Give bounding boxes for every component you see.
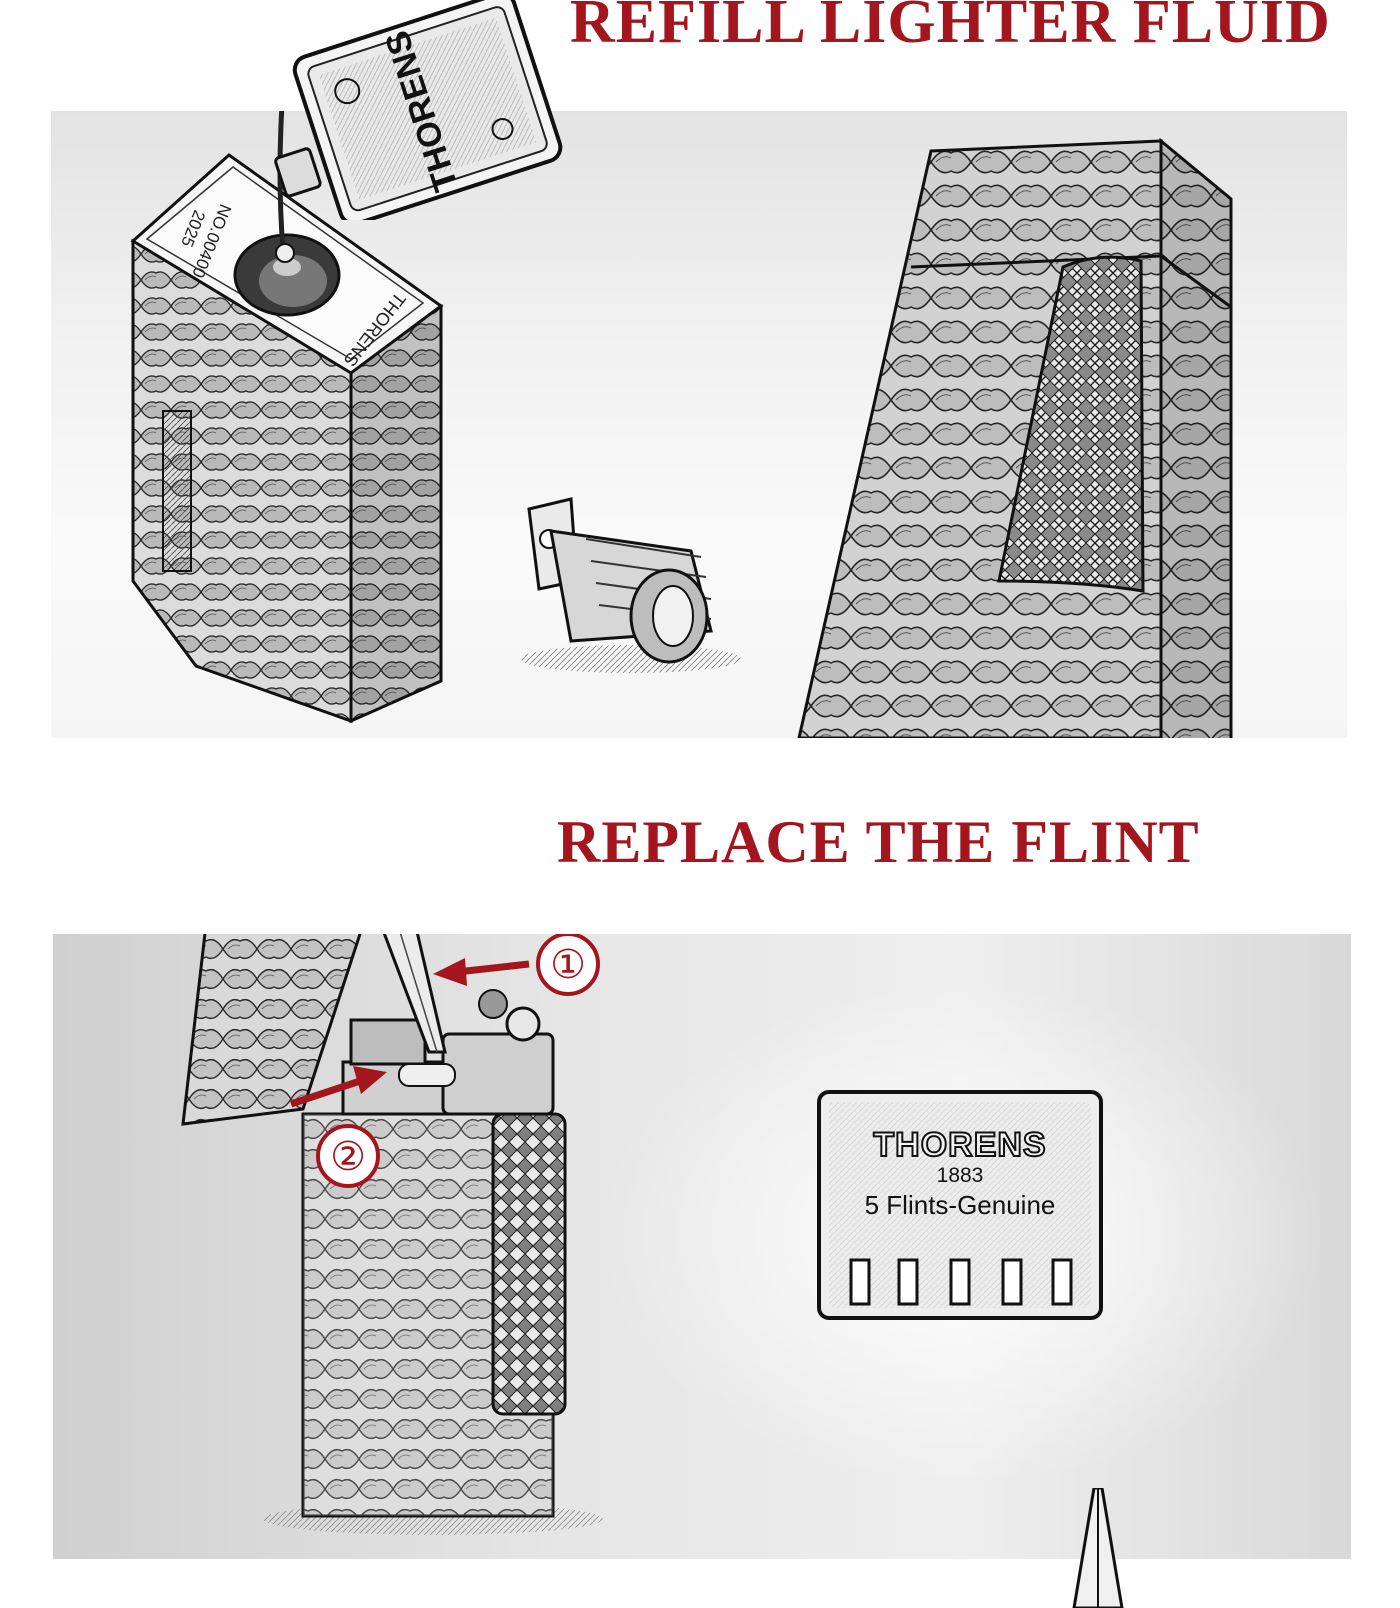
flint-lighter-body — [181, 934, 603, 1535]
flint-pack-brand: THORENS — [873, 1126, 1046, 1164]
tool-tip-bottom — [1072, 1488, 1124, 1608]
flint-pack: THORENS 1883 5 Flints-Genuine — [817, 1090, 1103, 1320]
section-title-flint: REPLACE THE FLINT — [557, 809, 1200, 875]
lighter-body-left — [130, 153, 444, 724]
flint-slots — [849, 1258, 1073, 1306]
flint-slot — [1051, 1258, 1073, 1306]
step-1-number: ① — [550, 943, 586, 987]
flint-slot — [949, 1258, 971, 1306]
wick-cap-part — [521, 497, 741, 673]
flint-slot — [1001, 1258, 1023, 1306]
flint-slot — [897, 1258, 919, 1306]
step-1-indicator: ① — [433, 934, 600, 996]
fluid-can: THORENS — [274, 0, 563, 220]
step-2-number: ② — [330, 1135, 366, 1179]
tweezers — [382, 934, 447, 1054]
flint-illustration: ① ② THORENS 1883 5 Flints-Genuine — [181, 934, 1103, 1535]
flint-pack-label: 5 Flints-Genuine — [865, 1190, 1056, 1220]
flint-pack-year: 1883 — [937, 1164, 984, 1187]
lighter-closeup-right — [797, 137, 1233, 738]
flint-illustration-panel: ① ② THORENS 1883 5 Flints-Genuine — [53, 934, 1351, 1559]
step-2-indicator: ② — [289, 1066, 387, 1188]
refill-illustration-panel: NO.00400 2025 THORENS — [51, 111, 1347, 738]
refill-illustration: NO.00400 2025 THORENS — [130, 111, 1233, 738]
section-title-refill: REFILL LIGHTER FLUID — [570, 0, 1331, 56]
flint-slot — [849, 1258, 871, 1306]
